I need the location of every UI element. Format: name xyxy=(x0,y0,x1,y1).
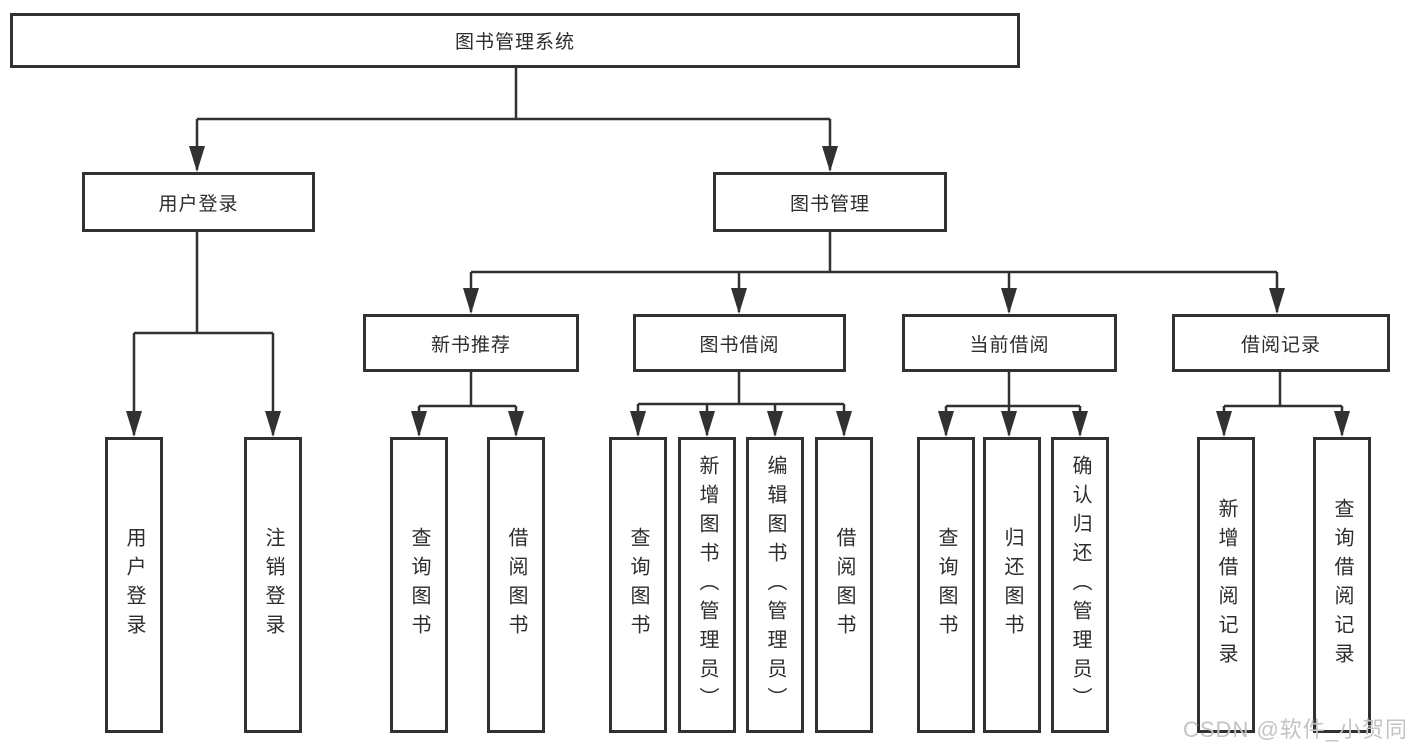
node-leaf-query-book-a: 查询图书 xyxy=(390,437,448,733)
node-leaf-add-book-label: 新增图书（管理员） xyxy=(696,454,718,716)
node-leaf-add-borrow-record-label: 新增借阅记录 xyxy=(1215,498,1237,672)
node-current-borrow: 当前借阅 xyxy=(902,314,1117,372)
node-book-management-label: 图书管理 xyxy=(789,193,870,215)
node-leaf-confirm-return-label: 确认归还（管理员） xyxy=(1069,454,1091,716)
node-leaf-borrow-book-b: 借阅图书 xyxy=(815,437,873,733)
node-leaf-query-book-c: 查询图书 xyxy=(917,437,975,733)
node-leaf-logout: 注销登录 xyxy=(244,437,302,733)
node-leaf-query-book-c-label: 查询图书 xyxy=(935,527,957,643)
node-leaf-return-book-label: 归还图书 xyxy=(1001,527,1023,643)
node-leaf-user-login: 用户登录 xyxy=(105,437,163,733)
node-leaf-query-book-b-label: 查询图书 xyxy=(627,527,649,643)
node-leaf-add-book: 新增图书（管理员） xyxy=(678,437,736,733)
node-book-management: 图书管理 xyxy=(713,172,947,232)
node-current-borrow-label: 当前借阅 xyxy=(969,334,1050,356)
node-borrow-record-label: 借阅记录 xyxy=(1240,334,1321,356)
node-leaf-logout-label: 注销登录 xyxy=(262,527,284,643)
node-book-borrow-label: 图书借阅 xyxy=(699,334,780,356)
node-user-login: 用户登录 xyxy=(82,172,315,232)
csdn-watermark: CSDN @软件_小贺同学 xyxy=(1183,717,1405,742)
node-root-label: 图书管理系统 xyxy=(454,32,575,53)
node-leaf-borrow-book-b-label: 借阅图书 xyxy=(833,527,855,643)
node-book-borrow: 图书借阅 xyxy=(633,314,846,372)
arrowheads xyxy=(126,146,1350,437)
node-leaf-query-book-b: 查询图书 xyxy=(609,437,667,733)
node-leaf-edit-book: 编辑图书（管理员） xyxy=(746,437,804,733)
node-leaf-borrow-book-a-label: 借阅图书 xyxy=(505,527,527,643)
node-leaf-query-borrow-record-label: 查询借阅记录 xyxy=(1331,498,1353,672)
node-leaf-query-borrow-record: 查询借阅记录 xyxy=(1313,437,1371,733)
node-new-book-recommend-label: 新书推荐 xyxy=(430,334,511,356)
node-leaf-borrow-book-a: 借阅图书 xyxy=(487,437,545,733)
node-new-book-recommend: 新书推荐 xyxy=(363,314,579,372)
node-borrow-record: 借阅记录 xyxy=(1172,314,1390,372)
node-leaf-edit-book-label: 编辑图书（管理员） xyxy=(764,454,786,716)
node-leaf-confirm-return: 确认归还（管理员） xyxy=(1051,437,1109,733)
node-root: 图书管理系统 xyxy=(10,13,1020,68)
node-leaf-return-book: 归还图书 xyxy=(983,437,1041,733)
node-leaf-add-borrow-record: 新增借阅记录 xyxy=(1197,437,1255,733)
node-user-login-label: 用户登录 xyxy=(158,193,239,215)
node-leaf-query-book-a-label: 查询图书 xyxy=(408,527,430,643)
connector-paths xyxy=(132,68,1344,435)
node-leaf-user-login-label: 用户登录 xyxy=(123,527,145,643)
